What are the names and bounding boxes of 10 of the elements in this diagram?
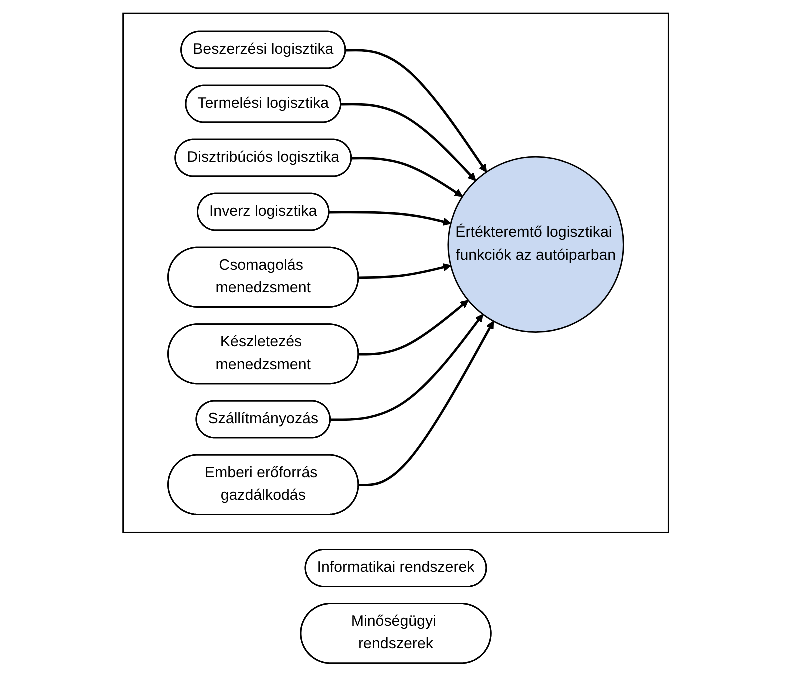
arrow — [358, 263, 452, 280]
arrow — [352, 157, 464, 198]
arrow — [341, 103, 476, 182]
node-circle: Értékteremtő logisztikai funkciók az autóiparban — [448, 156, 624, 334]
arrow — [358, 300, 469, 356]
arrow — [330, 314, 484, 422]
arrow — [329, 211, 452, 226]
arrow — [358, 321, 494, 487]
arrow — [346, 49, 488, 173]
cluster — [122, 12, 670, 534]
